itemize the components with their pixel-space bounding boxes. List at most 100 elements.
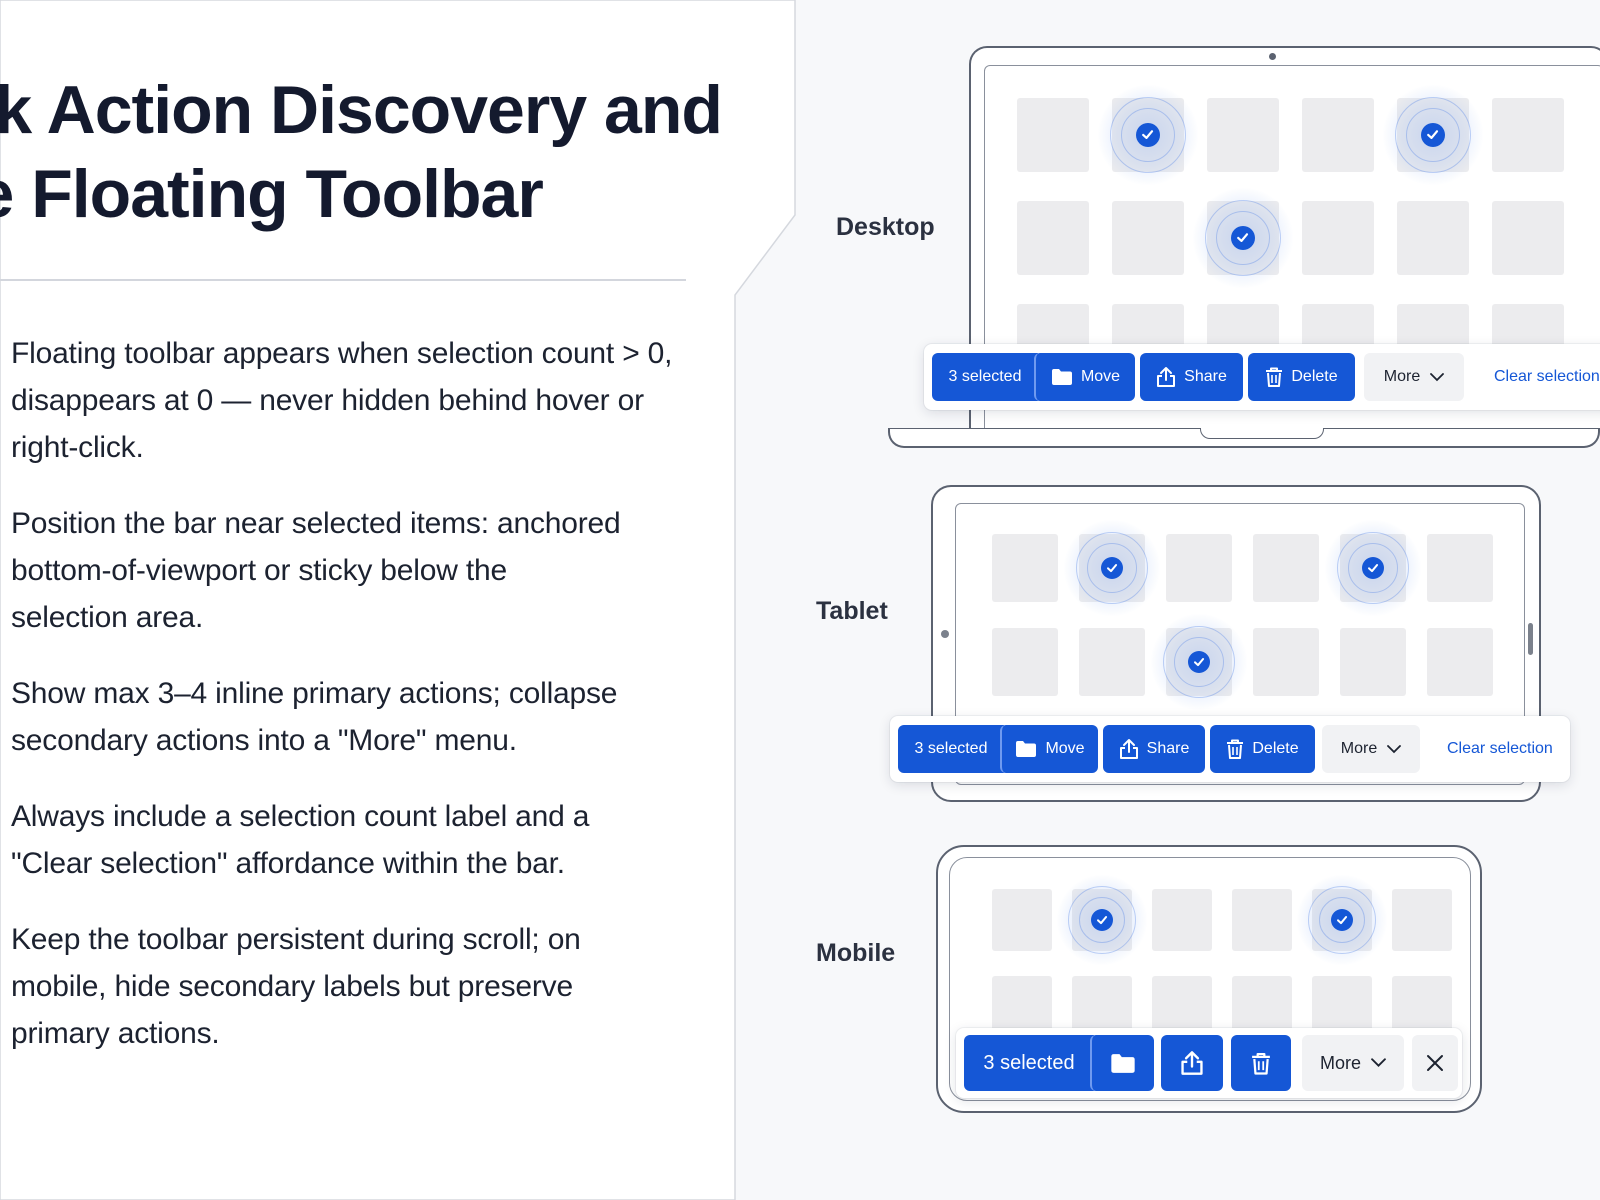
share-icon xyxy=(1157,367,1176,387)
chevron-down-icon xyxy=(1387,744,1402,753)
more-button-label: More xyxy=(1340,740,1378,757)
mobile-floating-toolbar: 3 selected More xyxy=(956,1028,1462,1098)
folder-icon xyxy=(1016,741,1037,757)
clear-selection-button[interactable] xyxy=(1412,1035,1458,1091)
guideline-list: Floating toolbar appears when selection … xyxy=(11,330,691,1086)
more-menu-button[interactable]: More xyxy=(1302,1035,1404,1091)
check-icon[interactable] xyxy=(1231,226,1255,250)
grid-item-tile[interactable] xyxy=(1302,201,1374,275)
share-button[interactable] xyxy=(1161,1035,1223,1091)
more-button-label: More xyxy=(1319,1052,1361,1073)
grid-item-tile[interactable] xyxy=(1207,98,1279,172)
tablet-side-button xyxy=(1528,623,1533,655)
selection-count-badge: 3 selected xyxy=(898,725,1004,773)
grid-item-tile[interactable] xyxy=(992,889,1052,951)
selection-count-label: 3 selected xyxy=(948,368,1022,385)
selection-ring xyxy=(1319,897,1365,943)
grid-item-tile[interactable] xyxy=(1253,534,1319,602)
more-menu-button[interactable]: More xyxy=(1322,725,1420,773)
share-icon xyxy=(1181,1051,1203,1075)
page-title-line-2: he Floating Toolbar xyxy=(0,156,544,232)
chevron-down-icon xyxy=(1430,372,1445,381)
panel-background xyxy=(0,0,796,1200)
grid-item-tile[interactable] xyxy=(1312,976,1372,1038)
selection-ring xyxy=(1406,108,1460,162)
move-button[interactable] xyxy=(1090,1035,1154,1091)
selection-ring xyxy=(1068,886,1136,954)
device-label-mobile: Mobile xyxy=(816,939,896,967)
grid-item-tile[interactable] xyxy=(1152,889,1212,951)
grid-item-tile[interactable] xyxy=(1392,889,1452,951)
check-icon[interactable] xyxy=(1188,651,1210,673)
selection-ring xyxy=(1348,543,1398,593)
grid-item-tile[interactable] xyxy=(1492,201,1564,275)
grid-item-tile[interactable] xyxy=(1492,98,1564,172)
grid-item-tile[interactable] xyxy=(1112,201,1184,275)
delete-button[interactable]: Delete xyxy=(1248,353,1355,401)
folder-icon xyxy=(1051,369,1072,385)
page-title: ulk Action Discovery and he Floating Too… xyxy=(0,68,836,236)
selection-count-label: 3 selected xyxy=(983,1051,1075,1074)
selection-count-label: 3 selected xyxy=(914,740,988,757)
selection-ring xyxy=(1076,532,1148,604)
grid-item-tile[interactable] xyxy=(1166,534,1232,602)
trash-icon xyxy=(1227,739,1244,759)
share-button[interactable]: Share xyxy=(1103,725,1205,773)
clear-selection-link[interactable]: Clear selection xyxy=(1494,353,1600,401)
move-button[interactable]: Move xyxy=(1000,725,1098,773)
grid-item-tile[interactable] xyxy=(1232,976,1292,1038)
selection-ring xyxy=(1395,97,1471,173)
grid-item-tile[interactable] xyxy=(1397,201,1469,275)
grid-item-tile[interactable] xyxy=(992,534,1058,602)
folder-icon xyxy=(1111,1053,1135,1073)
check-icon[interactable] xyxy=(1362,557,1384,579)
check-icon[interactable] xyxy=(1421,123,1445,147)
selection-ring xyxy=(1110,97,1186,173)
grid-item-tile[interactable] xyxy=(1340,628,1406,696)
chevron-down-icon xyxy=(1371,1058,1386,1068)
selection-ring xyxy=(1337,532,1409,604)
close-icon xyxy=(1427,1055,1443,1071)
guideline-item: Show max 3–4 inline primary actions; col… xyxy=(11,677,618,757)
more-button-label: More xyxy=(1383,368,1421,385)
check-icon[interactable] xyxy=(1331,909,1353,931)
selection-ring xyxy=(1079,897,1125,943)
grid-item-tile[interactable] xyxy=(1302,98,1374,172)
move-button[interactable]: Move xyxy=(1034,353,1135,401)
delete-button-label: Delete xyxy=(1291,368,1338,385)
grid-item-tile[interactable] xyxy=(1017,201,1089,275)
guideline-item: Keep the toolbar persistent during scrol… xyxy=(11,923,581,1050)
selected-item-highlight xyxy=(1383,85,1483,185)
check-icon[interactable] xyxy=(1091,909,1113,931)
selected-item-highlight xyxy=(1325,520,1421,616)
delete-button[interactable]: Delete xyxy=(1210,725,1315,773)
grid-item-tile[interactable] xyxy=(1427,628,1493,696)
trash-icon xyxy=(1266,367,1283,387)
grid-item-tile[interactable] xyxy=(1017,98,1089,172)
clear-selection-link[interactable]: Clear selection xyxy=(1447,725,1553,773)
grid-item-tile[interactable] xyxy=(1253,628,1319,696)
grid-item-tile[interactable] xyxy=(992,976,1052,1038)
grid-item-tile[interactable] xyxy=(1072,976,1132,1038)
delete-button[interactable] xyxy=(1231,1035,1291,1091)
grid-item-tile[interactable] xyxy=(1427,534,1493,602)
tablet-camera xyxy=(941,630,949,638)
more-menu-button[interactable]: More xyxy=(1364,353,1464,401)
check-icon[interactable] xyxy=(1136,123,1160,147)
share-button[interactable]: Share xyxy=(1140,353,1243,401)
selected-item-highlight xyxy=(1297,875,1387,965)
selection-ring xyxy=(1308,886,1376,954)
selection-ring xyxy=(1205,200,1281,276)
grid-item-tile[interactable] xyxy=(1232,889,1292,951)
selection-ring xyxy=(1216,211,1270,265)
grid-item-tile[interactable] xyxy=(1392,976,1452,1038)
selected-item-highlight xyxy=(1098,85,1198,185)
share-icon xyxy=(1119,739,1138,759)
laptop-notch xyxy=(1200,428,1324,439)
grid-item-tile[interactable] xyxy=(1079,628,1145,696)
selection-ring xyxy=(1174,637,1224,687)
grid-item-tile[interactable] xyxy=(1152,976,1212,1038)
check-icon[interactable] xyxy=(1101,557,1123,579)
grid-item-tile[interactable] xyxy=(992,628,1058,696)
